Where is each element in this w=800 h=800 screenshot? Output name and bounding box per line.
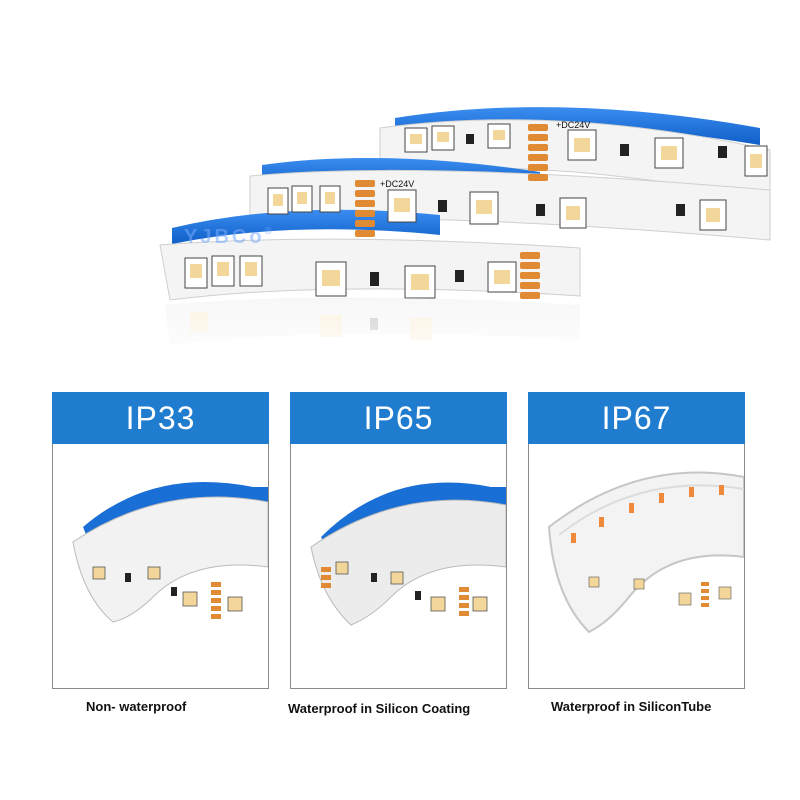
strip-voltage-label-mid: +DC24V <box>380 179 415 189</box>
panel-ip65-header: IP65 <box>290 392 507 444</box>
registered-mark: ® <box>264 226 272 237</box>
resistors-mid <box>438 200 685 216</box>
caption-ip33: Non- waterproof <box>86 699 187 714</box>
panel-ip67-header: IP67 <box>528 392 745 444</box>
brand-watermark: YJBCo® <box>184 226 272 249</box>
strip-voltage-label-back: +DC24V <box>556 120 591 130</box>
led-dies-back <box>410 130 762 168</box>
strip-back-blue <box>395 107 760 145</box>
resistors-back <box>466 134 727 158</box>
led-strip-coated-image <box>291 447 506 687</box>
panel-ip33-header: IP33 <box>52 392 269 444</box>
panel-ip33-title: IP33 <box>125 399 196 436</box>
caption-ip67: Waterproof in SiliconTube <box>551 699 712 714</box>
panel-ip67-title: IP67 <box>601 399 672 436</box>
resistors-front <box>370 270 464 286</box>
solder-pads-back <box>528 124 548 181</box>
strip-front-blue <box>172 209 440 244</box>
panel-ip65-title: IP65 <box>363 399 434 436</box>
led-strip-tube-image <box>529 447 744 687</box>
led-strip-bare-image <box>53 447 268 687</box>
brand-watermark-text: YJBCo <box>184 226 265 248</box>
panel-ip67: IP67 <box>528 392 745 689</box>
strip-front <box>159 238 581 301</box>
led-dies-front <box>190 262 510 290</box>
hero-product-image: +DC24V +DC24V YJBCo® <box>0 0 800 370</box>
led-dies-mid <box>273 192 720 222</box>
solder-pads-front <box>520 252 540 299</box>
solder-pads-mid <box>355 180 375 237</box>
panel-ip33: IP33 <box>52 392 269 689</box>
led-strip-coils <box>150 107 771 370</box>
panel-ip65: IP65 <box>290 392 507 689</box>
caption-ip65: Waterproof in Silicon Coating <box>288 701 471 716</box>
